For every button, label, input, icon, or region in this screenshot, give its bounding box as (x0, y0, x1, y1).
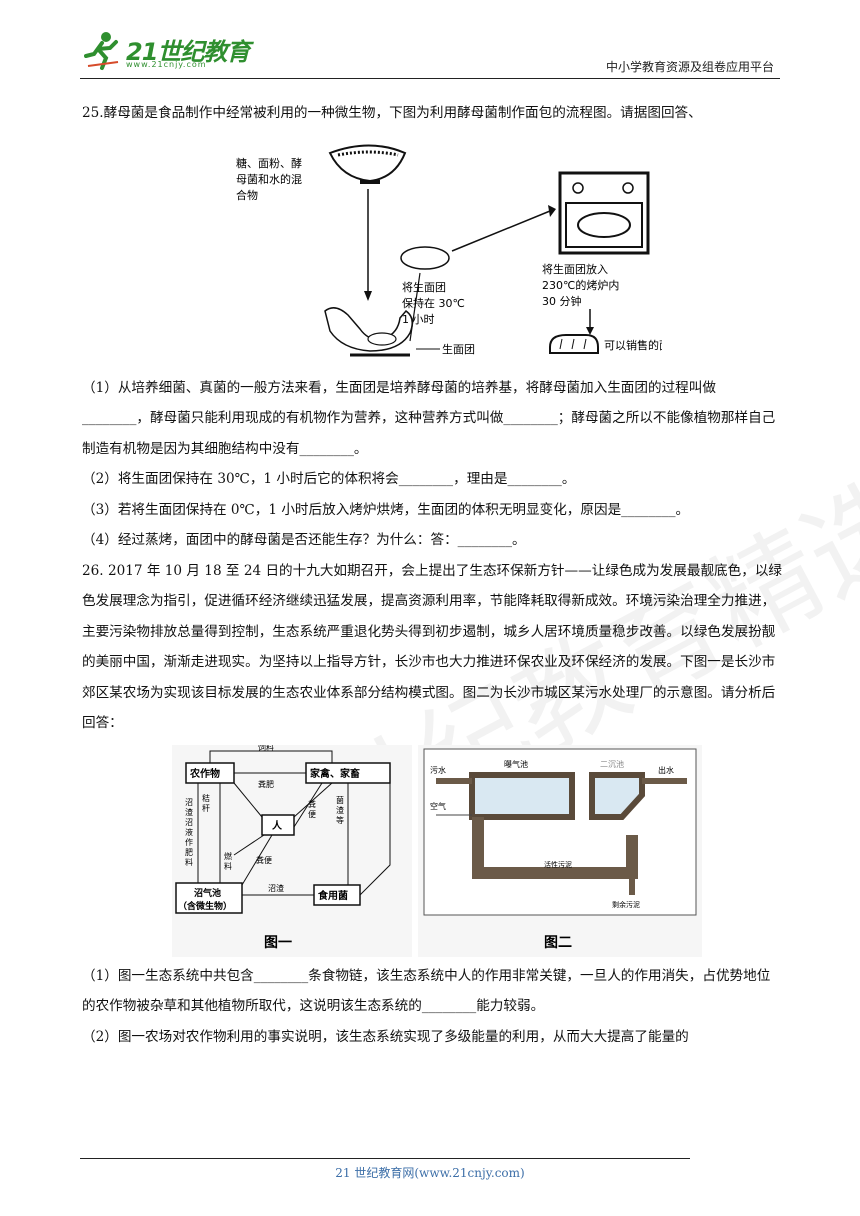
biogas-fert-1: 沼 (185, 798, 193, 807)
sewage-label: 污水 (430, 765, 446, 775)
figure-two-caption: 图二 (544, 935, 572, 951)
biogas-box-1: 沼气池 (194, 887, 221, 899)
page-footer[interactable]: 21 世纪教育网(www.21cnjy.com) (335, 1166, 525, 1180)
keep-label-2: 保持在 30℃ (402, 296, 465, 310)
question-26-sub1: （1）图一生态系统中共包含________条食物链，该生态系统中人的作用非常关键… (82, 967, 771, 1015)
crop-box: 农作物 (189, 767, 220, 780)
biogas-fert-2: 渣 (185, 807, 193, 817)
ecosystem-figures: 农作物 家禽、家畜 人 沼气池 （含微生物） 食用菌 饲料 粪肥 秸 秆 沼 渣… (172, 744, 702, 957)
figure-one-diagram: 农作物 家禽、家畜 人 沼气池 （含微生物） 食用菌 饲料 粪肥 秸 秆 沼 渣… (172, 744, 412, 957)
residue-h-label: 沼渣 (268, 883, 284, 893)
platform-name: 中小学教育资源及组卷应用平台 (605, 60, 774, 74)
dough-label: 生面团 (442, 342, 475, 356)
human-box: 人 (272, 819, 283, 832)
mix-label-2: 母菌和水的混 (236, 172, 302, 186)
question-25-sub2: （2）将生面团保持在 30℃，1 小时后它的体积将会________，理由是__… (82, 471, 576, 487)
footer-divider (80, 1158, 690, 1159)
residue-v-3: 等 (336, 815, 344, 825)
mixing-bowl-icon (328, 144, 407, 184)
sludge-label: 活性污泥 (544, 860, 572, 869)
bread-icon (549, 333, 599, 354)
question-25-sub1: （1）从培养细菌、真菌的一般方法来看，生面团是培养酵母菌的培养基，将酵母菌加入生… (82, 379, 776, 457)
oven-icon (558, 171, 650, 254)
biogas-fert-4: 液 (185, 827, 193, 837)
figure-two-diagram: 曝气池 二沉池 污水 出水 空气 活性污泥 剩余污泥 图二 (418, 744, 702, 957)
oven-label-3: 30 分钟 (542, 294, 582, 308)
logo-url: www.21cnjy.com (126, 60, 207, 69)
kneading-hands-icon (324, 306, 413, 356)
fuel-label-1: 燃 (224, 851, 232, 861)
feces-label-2b: 便 (308, 809, 316, 819)
question-25-sub4: （4）经过蒸烤，面团中的酵母菌是否还能生存？为什么：答：________。 (82, 532, 526, 548)
oven-label-1: 将生面团放入 (542, 262, 608, 276)
biogas-fert-5: 作 (185, 837, 193, 847)
mix-label-1: 糖、面粉、酵 (236, 156, 302, 170)
outlet-label: 出水 (658, 765, 674, 775)
manure-label: 粪肥 (258, 779, 274, 789)
resting-dough-icon (400, 245, 450, 270)
bread-flowchart-figure: 糖、面粉、酵 母菌和水的混 合物 生面团 将生面团 保持在 30℃ 1 小时 (230, 132, 662, 365)
biogas-fert-6: 肥 (185, 848, 193, 857)
question-26-sub2: （2）图一农场对农作物利用的事实说明，该生态系统实现了多级能量的利用，从而大大提… (82, 1028, 689, 1045)
bread-label: 可以销售的面包 (604, 338, 662, 352)
excess-sludge-label: 剩余污泥 (612, 900, 640, 909)
feed-label: 饲料 (258, 745, 274, 752)
feces-label-2a: 粪 (308, 799, 316, 809)
mix-label-3: 合物 (236, 188, 258, 202)
page-header: 21世纪教育 www.21cnjy.com 中小学教育资源及组卷应用平台 (80, 28, 780, 79)
question-25-sub3: （3）若将生面团保持在 0℃，1 小时后放入烤炉烘烤，生面团的体积无明显变化，原… (82, 501, 690, 518)
mushroom-box: 食用菌 (317, 889, 348, 902)
keep-label-3: 1 小时 (402, 313, 435, 326)
site-logo: 21世纪教育 www.21cnjy.com (80, 28, 250, 74)
straw-label-1: 秸 (202, 793, 210, 803)
residue-v-2: 渣 (336, 805, 344, 815)
clarifier-label: 二沉池 (600, 759, 624, 769)
logo-text: 21世纪教育 (126, 38, 250, 66)
keep-label-1: 将生面团 (402, 280, 446, 294)
feces-label-1: 粪便 (256, 855, 272, 865)
residue-v-1: 菌 (336, 795, 344, 805)
runner-icon (84, 32, 119, 70)
question-25-stem: 25.酵母菌是食品制作中经常被利用的一种微生物，下图为利用酵母菌制作面包的流程图… (82, 105, 702, 121)
air-label: 空气 (430, 801, 446, 811)
biogas-box-2: （含微生物） (178, 900, 232, 912)
figure-one-caption: 图一 (264, 935, 292, 951)
biogas-fert-3: 沼 (185, 818, 193, 827)
oven-label-2: 230℃的烤炉内 (542, 278, 619, 292)
fuel-label-2: 料 (224, 861, 232, 871)
straw-label-2: 秆 (202, 804, 210, 813)
aeration-label: 曝气池 (504, 759, 528, 769)
question-26-stem: 26. 2017 年 10 月 18 至 24 日的十九大如期召开，会上提出了生… (82, 562, 783, 732)
poultry-box: 家禽、家畜 (310, 767, 360, 780)
document-body: 25.酵母菌是食品制作中经常被利用的一种微生物，下图为利用酵母菌制作面包的流程图… (82, 98, 782, 1052)
biogas-fert-7: 料 (185, 857, 193, 867)
